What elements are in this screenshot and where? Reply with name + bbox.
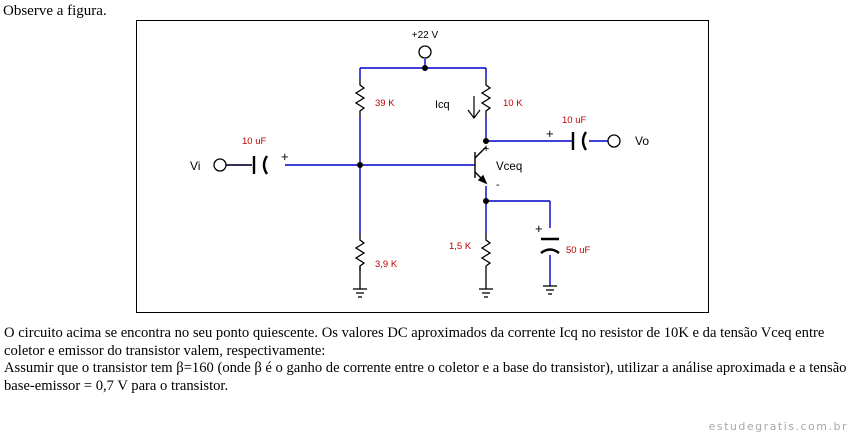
ce-label: 50 uF (566, 245, 590, 256)
current-label: Icq (435, 99, 450, 111)
rc-label: 10 K (503, 98, 523, 109)
cout-plus-sign: + (546, 126, 554, 141)
cout-label: 10 uF (562, 115, 586, 126)
r2-label: 3,9 K (375, 259, 398, 270)
output-capacitor-icon (571, 131, 588, 151)
resistor-10k-icon (480, 79, 492, 117)
input-capacitor-icon (252, 155, 269, 175)
supply-terminal-icon (418, 45, 432, 59)
question-line-1: O circuito acima se encontra no seu pont… (4, 325, 825, 359)
question-line-2: Assumir que o transistor tem β=160 (onde… (4, 360, 847, 394)
output-terminal-icon (607, 134, 621, 148)
wires (224, 59, 608, 286)
cin-label: 10 uF (242, 136, 266, 147)
intro-text: Observe a figura. (3, 3, 107, 19)
output-label: Vo (635, 134, 649, 148)
circuit-figure: +22 V 39 K 3,9 K 10 K 1,5 K Icq (136, 20, 709, 313)
npn-transistor-icon (474, 146, 488, 185)
input-label: Vi (190, 159, 200, 173)
vce-label: Vceq (496, 161, 522, 173)
ground-icon (479, 288, 493, 298)
question-text: O circuito acima se encontra no seu pont… (4, 325, 852, 395)
cin-plus-sign: + (281, 149, 289, 164)
vce-minus-sign: - (496, 179, 500, 191)
watermark: estudegratis.com.br (708, 420, 848, 433)
re-label: 1,5 K (449, 241, 472, 252)
supply-label: +22 V (412, 30, 439, 41)
resistor-1-5k-icon (480, 234, 492, 267)
resistor-39k-icon (354, 79, 366, 117)
ground-icon (543, 285, 557, 295)
circuit-diagram: +22 V 39 K 3,9 K 10 K 1,5 K Icq (190, 30, 649, 298)
r1-label: 39 K (375, 98, 395, 109)
bypass-capacitor-icon (540, 237, 560, 254)
resistor-3-9k-icon (354, 234, 366, 271)
vce-plus-sign: + (483, 143, 489, 155)
ce-plus-sign: + (535, 221, 543, 236)
input-terminal-icon (213, 158, 227, 172)
current-arrow-icon (467, 96, 481, 119)
junction-dots (357, 65, 489, 204)
ground-icon (353, 288, 367, 298)
